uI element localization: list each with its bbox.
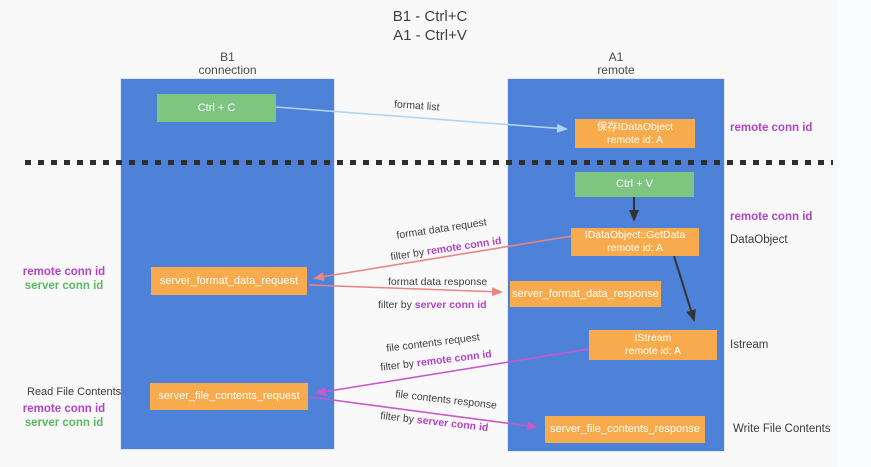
file-contents-response-filter-label: filter by server conn id: [380, 410, 489, 434]
save-dataobject-title: 保存IDataObject: [596, 120, 674, 133]
filter-key-server-conn-id: server conn id: [416, 414, 489, 435]
server-format-data-response-box: server_format_data_response: [510, 281, 661, 307]
format-data-response-label: format data response: [388, 276, 488, 288]
server-file-contents-response-box: server_file_contents_response: [545, 416, 705, 443]
server-file-contents-request-box: server_file_contents_request: [150, 383, 308, 410]
format-server-conn-id: server conn id: [24, 280, 104, 292]
file-remote-conn-id: remote conn id: [22, 403, 106, 415]
ctrl-c-label: Ctrl + C: [197, 101, 236, 114]
getdata-subtitle: remote id: A: [606, 242, 664, 254]
read-file-contents-annotation: Read File Contents: [27, 386, 122, 398]
filter-key-remote-conn-id: remote conn id: [416, 348, 493, 370]
write-file-contents-annotation: Write File Contents: [733, 423, 831, 435]
lane-header-b1: B1 connection: [120, 51, 335, 77]
right-background-strip: [838, 0, 871, 467]
ctrl-v-box: Ctrl + V: [575, 172, 694, 197]
istream-annotation: Istream: [730, 339, 769, 351]
filter-prefix: filter by: [389, 245, 428, 264]
lane-b1-name: B1: [220, 50, 235, 64]
dataobject-annotation: DataObject: [730, 234, 788, 246]
save-dataobject-subtitle: remote id: A: [606, 133, 664, 146]
filter-prefix: filter by: [378, 299, 415, 311]
lane-b1-role: connection: [198, 63, 257, 77]
server-format-data-request-label: server_format_data_request: [159, 274, 299, 287]
save-dataobject-box: 保存IDataObject remote id: A: [575, 119, 695, 148]
ctrl-c-box: Ctrl + C: [157, 94, 276, 122]
copy-paste-divider-line: [25, 160, 833, 165]
server-format-data-request-box: server_format_data_request: [151, 267, 307, 295]
server-file-contents-response-label: server_file_contents_response: [550, 423, 700, 435]
ctrl-v-label: Ctrl + V: [616, 178, 653, 190]
filter-prefix: filter by: [379, 409, 418, 426]
file-conn-ids: remote conn id server conn id: [22, 402, 106, 430]
server-file-contents-request-label: server_file_contents_request: [158, 390, 300, 402]
file-contents-response-label: file contents response: [394, 388, 498, 412]
server-format-data-response-label: server_format_data_response: [512, 287, 659, 300]
lane-a1-role: remote: [597, 63, 635, 77]
filter-prefix: filter by: [379, 357, 418, 374]
title-line-1: B1 - Ctrl+C: [392, 8, 468, 25]
getdata-title: IDataObject::GetData: [584, 229, 686, 241]
filter-key-remote-conn-id: remote conn id: [426, 234, 503, 258]
istream-subtitle: remote id: A: [624, 345, 682, 357]
remote-conn-id-label-mid: remote conn id: [730, 211, 813, 223]
diagram-title: B1 - Ctrl+C A1 - Ctrl+V: [330, 7, 530, 45]
file-server-conn-id: server conn id: [24, 417, 104, 429]
format-data-response-filter-label: filter by server conn id: [378, 299, 487, 311]
istream-box: IStream remote id: A: [589, 330, 717, 360]
istream-title: IStream: [634, 332, 672, 344]
idataobject-getdata-box: IDataObject::GetData remote id: A: [571, 228, 699, 256]
remote-conn-id-label-top: remote conn id: [730, 122, 813, 134]
format-list-label: format list: [393, 98, 440, 114]
filter-key-server-conn-id: server conn id: [414, 299, 487, 311]
format-remote-conn-id: remote conn id: [22, 266, 106, 278]
format-conn-ids: remote conn id server conn id: [22, 265, 106, 293]
lane-header-a1: A1 remote: [507, 51, 725, 77]
title-line-2: A1 - Ctrl+V: [393, 27, 467, 44]
lane-a1-name: A1: [608, 50, 624, 64]
